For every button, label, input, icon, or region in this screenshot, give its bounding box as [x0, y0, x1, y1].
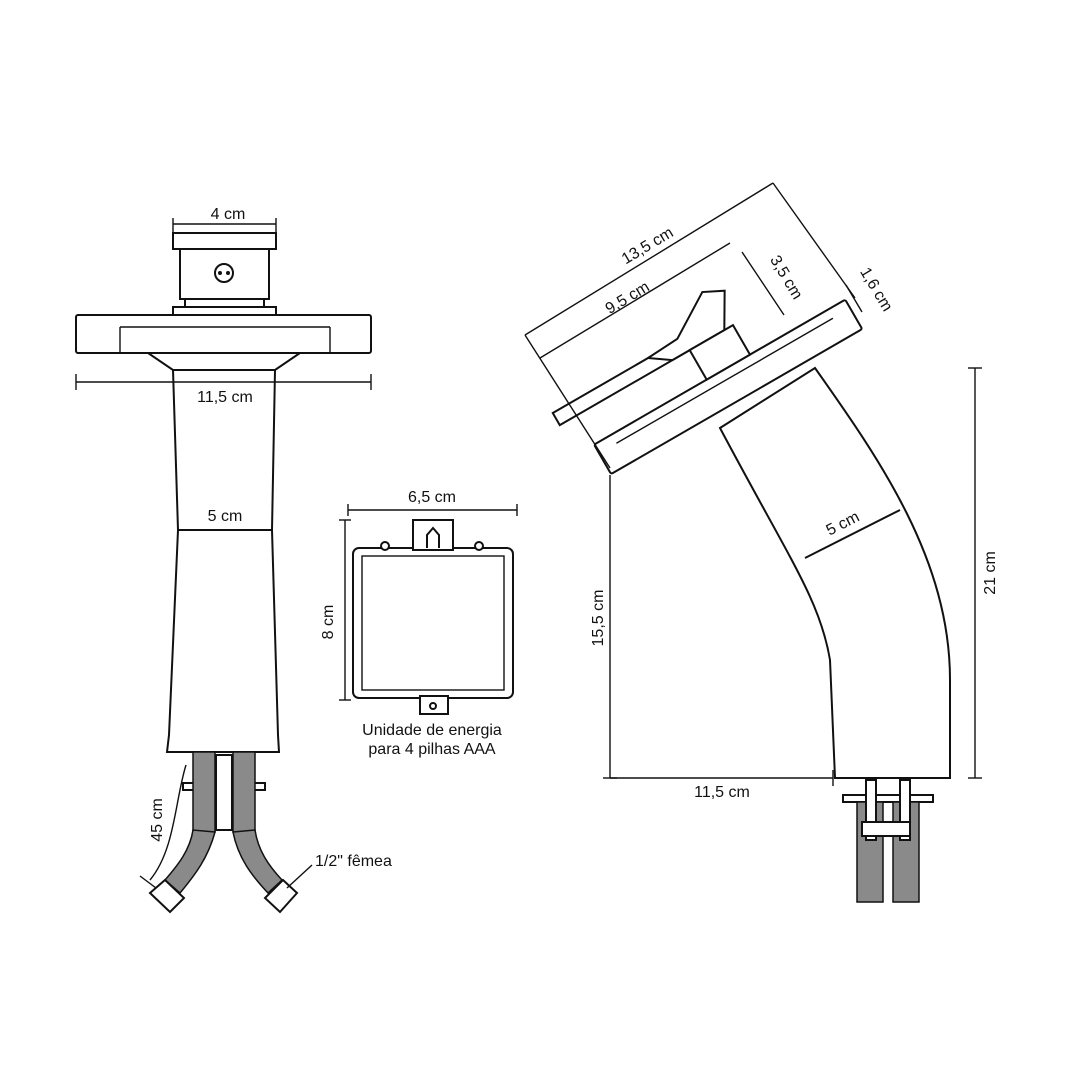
- connector-right: [263, 878, 299, 914]
- faucet-body: [165, 369, 281, 753]
- label-handle-height: 3,5 cm: [766, 253, 805, 303]
- plate-base: [144, 352, 304, 371]
- side-rod-right: [899, 779, 911, 841]
- label-reach: 11,5 cm: [694, 784, 750, 801]
- connector-left: [148, 878, 186, 914]
- handle-height-dimension-line: [741, 251, 785, 316]
- plate-thickness-dimension-line: [845, 284, 863, 313]
- side-nut: [861, 821, 911, 837]
- side-body-joint: [804, 509, 901, 559]
- label-top-length: 13,5 cm: [619, 224, 677, 268]
- side-top-plate-edge: [616, 317, 834, 444]
- label-handle-length: 9,5 cm: [603, 278, 653, 317]
- hose-left-top: [192, 751, 216, 833]
- side-rod-left: [865, 779, 877, 841]
- top-length-dimension-line: [524, 182, 774, 336]
- label-hose-length: 45 cm: [149, 798, 166, 842]
- top-cap-collar: [172, 306, 277, 316]
- sensor-icon: [214, 263, 234, 283]
- top-cap-rim: [172, 232, 277, 250]
- bottom-tab-hole: [429, 702, 437, 710]
- caption-line1: Unidade de energia: [362, 722, 502, 739]
- side-hose-right: [892, 801, 920, 903]
- label-base-width: 11,5 cm: [197, 389, 253, 406]
- screw-tab-left: [380, 541, 390, 551]
- label-unit-width: 6,5 cm: [408, 489, 456, 506]
- label-spout-height: 15,5 cm: [590, 590, 607, 647]
- power-unit-panel: [361, 555, 505, 691]
- bottom-tab: [419, 695, 449, 715]
- label-top-width: 4 cm: [211, 206, 246, 223]
- front-view: 4 cm 11,5 cm 5 cm 45 cm 1/2" fêmea: [75, 206, 392, 914]
- threaded-rod: [215, 754, 233, 831]
- screw-tab-right: [474, 541, 484, 551]
- label-total-height: 21 cm: [982, 551, 999, 595]
- sensor-dot-right: [226, 271, 230, 275]
- power-unit-box: [352, 547, 514, 699]
- hose-dimension-tick: [139, 875, 157, 889]
- label-unit-height: 8 cm: [320, 605, 337, 640]
- hanger-slot: [426, 526, 440, 548]
- side-view: 5 cm 13,5 cm 9,5 cm 3,5 cm 1,6 cm 21 cm …: [524, 182, 999, 903]
- side-mounting-plate: [842, 794, 934, 803]
- caption-line2: para 4 pilhas AAA: [368, 741, 496, 758]
- side-top-assembly: [551, 289, 863, 475]
- hanger-tab: [412, 519, 454, 551]
- sensor-dot-left: [218, 271, 222, 275]
- side-spout-body: [718, 366, 951, 779]
- hose-dimension-arc: [149, 764, 187, 881]
- top-length-extension-right: [772, 182, 856, 299]
- side-handle-block: [688, 323, 752, 381]
- label-plate-thickness: 1,6 cm: [856, 265, 895, 315]
- top-cap-neck: [184, 298, 265, 308]
- hose-right-top: [232, 751, 256, 833]
- power-unit: 6,5 cm 8 cm Unidade de energia para 4 pi…: [320, 489, 518, 758]
- hose-right: [232, 829, 284, 895]
- label-body-width: 5 cm: [208, 508, 243, 525]
- hose-left: [163, 829, 216, 895]
- connector-leader: [286, 864, 313, 889]
- handle-length-dimension-line: [539, 242, 731, 359]
- top-cap-body: [179, 248, 270, 300]
- top-length-extension-left: [524, 334, 611, 469]
- label-connector: 1/2" fêmea: [315, 853, 392, 870]
